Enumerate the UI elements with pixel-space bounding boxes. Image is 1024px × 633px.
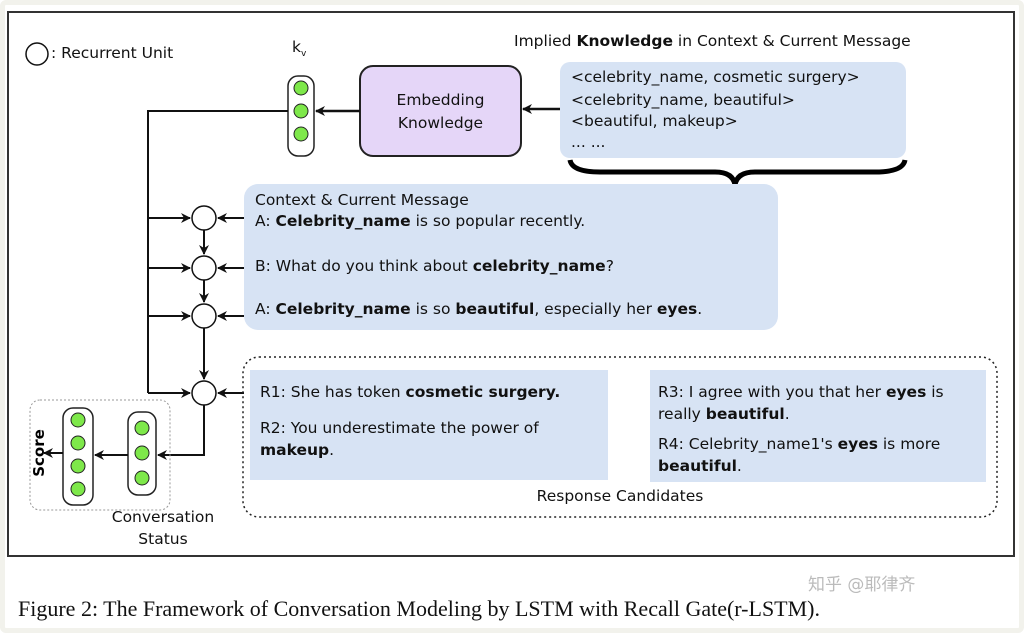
knowledge-line: <celebrity_name, beautiful>	[571, 91, 795, 109]
text-segment: .	[784, 405, 790, 423]
text-segment: B: What do you think about	[255, 257, 473, 275]
response-box-left	[250, 370, 608, 480]
text-segment: R4: Celebrity_name1's	[658, 435, 838, 453]
kv-unit	[293, 126, 309, 142]
bold-keyword: Celebrity_name	[275, 212, 411, 230]
knowledge-title: Implied Knowledge in Context & Current M…	[514, 32, 911, 50]
text-segment: .	[697, 300, 703, 318]
figure-caption: Figure 2: The Framework of Conversation …	[18, 596, 821, 621]
legend-label: : Recurrent Unit	[51, 44, 174, 62]
text-segment: really	[658, 405, 706, 423]
bold-keyword: Knowledge	[576, 32, 673, 50]
recurrent-unit	[191, 255, 217, 281]
bold-keyword: beautiful	[455, 300, 535, 318]
bold-keyword: Celebrity_name	[275, 300, 411, 318]
score-unit	[70, 412, 86, 428]
embedding-label-1: Embedding	[396, 91, 485, 109]
recurrent-unit	[191, 205, 217, 231]
text-segment: is more	[877, 435, 941, 453]
context-title: Context & Current Message	[255, 191, 469, 209]
bold-keyword: eyes	[885, 383, 927, 401]
conversation-status-box	[29, 399, 171, 511]
text-segment: , especially her	[534, 300, 657, 318]
text-segment: ?	[605, 257, 614, 275]
kv-label: kv	[292, 38, 307, 60]
knowledge-line: <celebrity_name, cosmetic surgery>	[571, 68, 860, 86]
text-segment: is	[926, 383, 944, 401]
response-box-right	[650, 370, 986, 482]
response-r4-cont: beautiful.	[658, 457, 742, 475]
knowledge-box	[560, 62, 906, 158]
response-r4: R4: Celebrity_name1's eyes is more	[658, 435, 941, 453]
watermark: 知乎 @耶律齐	[808, 575, 916, 595]
context-message: A: Celebrity_name is so popular recently…	[255, 212, 586, 230]
recurrent-unit	[191, 303, 217, 329]
bold-keyword: beautiful	[705, 405, 785, 423]
bold-keyword: makeup	[260, 441, 330, 459]
text-segment: is so popular recently.	[410, 212, 586, 230]
response-r2: R2: You underestimate the power of	[260, 419, 539, 437]
status-label-1: Conversation	[111, 508, 215, 526]
embedding-box	[359, 65, 522, 157]
legend-circle-icon	[25, 42, 49, 66]
bold-keyword: eyes	[837, 435, 878, 453]
knowledge-line: <beautiful, makeup>	[571, 112, 738, 130]
bold-keyword: beautiful	[658, 457, 737, 475]
score-unit	[70, 435, 86, 451]
text-segment: R1: She has token	[260, 383, 406, 401]
text-segment: in Context & Current Message	[672, 32, 911, 50]
score-unit	[70, 458, 86, 474]
response-candidates-label: Response Candidates	[536, 487, 704, 505]
kv-unit	[293, 80, 309, 96]
text-segment: is so	[410, 300, 456, 318]
status-unit	[134, 445, 150, 461]
knowledge-line: ... ...	[571, 133, 606, 151]
context-message: A: Celebrity_name is so beautiful, espec…	[255, 300, 703, 318]
status-label-2: Status	[138, 530, 188, 548]
response-r1: R1: She has token cosmetic surgery.	[260, 383, 561, 401]
bold-keyword: cosmetic surgery.	[405, 383, 561, 401]
text-segment: R3: I agree with you that her	[658, 383, 886, 401]
text-segment: Implied	[514, 32, 577, 50]
text-segment: A:	[255, 212, 276, 230]
context-box	[244, 184, 778, 330]
embedding-label-2: Knowledge	[397, 114, 484, 132]
text-segment: .	[736, 457, 742, 475]
context-message: B: What do you think about celebrity_nam…	[255, 257, 614, 275]
bold-keyword: celebrity_name	[472, 257, 606, 275]
response-r3: R3: I agree with you that her eyes is	[658, 383, 944, 401]
kv-unit	[293, 103, 309, 119]
score-unit	[70, 481, 86, 497]
recurrent-unit	[191, 380, 217, 406]
text-segment: R2: You underestimate the power of	[260, 419, 539, 437]
response-r3-cont: really beautiful.	[658, 405, 790, 423]
score-label: Score	[30, 429, 48, 477]
response-r2-cont: makeup.	[260, 441, 335, 459]
score-vector	[62, 407, 94, 506]
response-candidates-box	[242, 356, 998, 518]
status-unit	[134, 420, 150, 436]
status-unit	[134, 470, 150, 486]
text-segment: A:	[255, 300, 276, 318]
text-segment: .	[329, 441, 335, 459]
bold-keyword: eyes	[656, 300, 698, 318]
